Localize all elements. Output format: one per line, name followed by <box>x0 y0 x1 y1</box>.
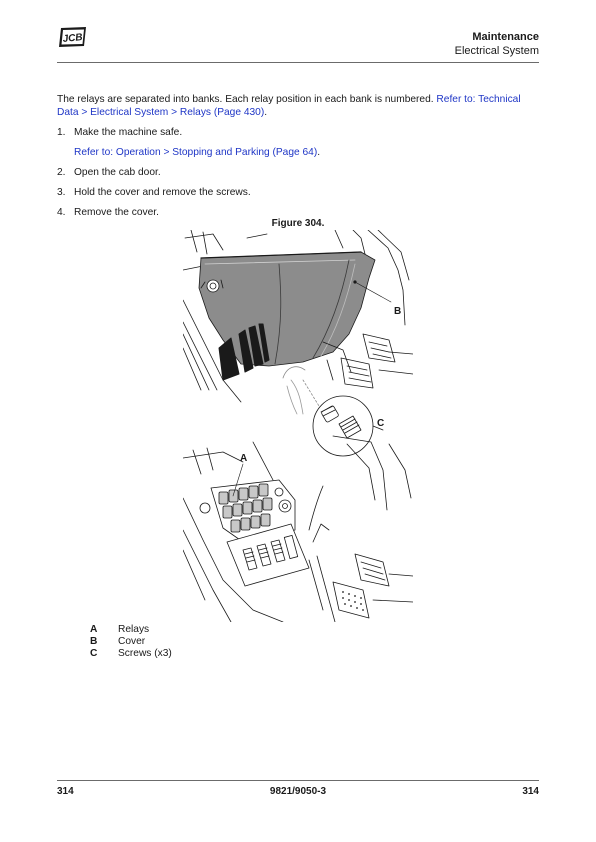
callout-b: B <box>394 306 401 317</box>
legend-label: Cover <box>118 636 146 647</box>
callout-a: A <box>240 453 247 464</box>
figure-legend: A Relays B Cover C Screws (x3) <box>90 624 172 660</box>
document-code: 9821/9050-3 <box>269 786 327 797</box>
legend-item: B Cover <box>90 636 172 648</box>
jcb-logo: JCB <box>59 27 86 47</box>
callout-c: C <box>377 418 384 429</box>
legend-key: C <box>90 648 98 659</box>
relay-bank <box>218 483 273 533</box>
section-subtitle: Electrical System <box>454 45 539 57</box>
step-text: Remove the cover. <box>74 207 159 218</box>
step-text: Hold the cover and remove the screws. <box>74 187 251 198</box>
step-4: 4. Remove the cover. <box>57 206 541 219</box>
step-3: 3. Hold the cover and remove the screws. <box>57 186 541 199</box>
legend-key: B <box>90 636 98 647</box>
step-text: Open the cab door. <box>74 167 161 178</box>
stopping-parking-link[interactable]: Refer to: Operation > Stopping and Parki… <box>74 147 318 158</box>
legend-label: Relays <box>118 624 150 635</box>
legend-item: A Relays <box>90 624 172 636</box>
page-number-left: 314 <box>57 786 74 797</box>
step-1-reference: Refer to: Operation > Stopping and Parki… <box>74 146 541 159</box>
pedal-grip <box>342 591 364 611</box>
step-1-reference-end: . <box>317 147 321 158</box>
footer-rule <box>57 780 539 781</box>
removal-arrow <box>218 323 270 381</box>
section-title: Maintenance <box>472 31 539 43</box>
procedure-steps: 1. Make the machine safe. Refer to: Oper… <box>57 126 541 226</box>
legend-key: A <box>90 624 98 635</box>
relays-reference-link[interactable]: Refer to: Technical Data > Electrical Sy… <box>57 94 521 118</box>
header-rule <box>57 62 539 63</box>
fuse-bank <box>242 534 299 571</box>
step-number: 1. <box>57 127 66 138</box>
intro-text: The relays are separated into banks. Eac… <box>57 94 437 105</box>
screw-detail-icon <box>320 405 362 439</box>
svg-text:JCB: JCB <box>62 32 83 45</box>
step-1: 1. Make the machine safe. Refer to: Oper… <box>57 126 541 159</box>
step-number: 3. <box>57 187 66 198</box>
intro-paragraph: The relays are separated into banks. Eac… <box>57 93 541 119</box>
step-text: Make the machine safe. <box>74 127 183 138</box>
step-number: 2. <box>57 167 66 178</box>
legend-item: C Screws (x3) <box>90 648 172 660</box>
step-2: 2. Open the cab door. <box>57 166 541 179</box>
figure-caption: Figure 304. <box>271 218 325 229</box>
intro-end: . <box>264 107 268 118</box>
page-number-right: 314 <box>522 786 539 797</box>
legend-label: Screws (x3) <box>118 648 172 659</box>
step-number: 4. <box>57 207 66 218</box>
relay-cover-illustration: B C A <box>183 230 413 622</box>
